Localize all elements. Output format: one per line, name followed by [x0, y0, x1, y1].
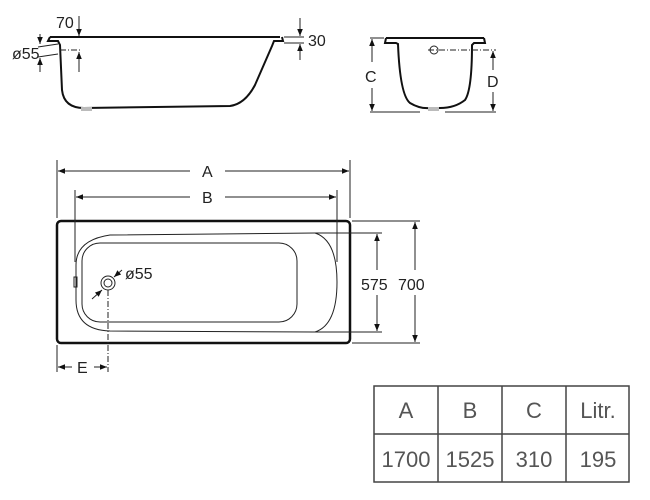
- overflow-hole: [73, 276, 78, 288]
- overflow-leader-bottom: [37, 53, 59, 58]
- dim-70-label: 70: [56, 15, 74, 32]
- dim-c-label: C: [365, 69, 377, 86]
- table-cell: 310: [516, 447, 553, 472]
- drain-dim-arrow: [113, 269, 123, 278]
- side-profile: [46, 36, 285, 110]
- top-view: ø55 A B 575 700 E: [55, 160, 425, 377]
- table-cell: 1700: [382, 447, 431, 472]
- overflow-leader-top: [37, 43, 59, 48]
- end-profile: [383, 37, 487, 110]
- dim-575-label: 575: [361, 277, 388, 294]
- end-view: C D: [365, 37, 499, 113]
- outer-rim: [55, 219, 352, 345]
- drain-dim-arrow: [91, 289, 103, 300]
- bath-floor: [81, 242, 298, 323]
- drain-dim-label: ø55: [125, 266, 153, 283]
- dim-o55-side-label: ø55: [12, 46, 40, 63]
- side-foot: [81, 107, 92, 111]
- drain-icon: [100, 275, 116, 291]
- dim-e-label: E: [77, 360, 88, 377]
- table-header: C: [526, 398, 542, 423]
- dim-30-label: 30: [308, 33, 326, 50]
- table-header: A: [399, 398, 414, 423]
- table-header: B: [463, 398, 478, 423]
- dim-a-label: A: [202, 164, 213, 181]
- dim-b-label: B: [202, 190, 213, 207]
- drain-inner: [103, 278, 113, 288]
- bath-inner-edge: [75, 232, 316, 333]
- table-cell: 195: [580, 447, 617, 472]
- spec-table: A B C Litr. 1700 1525 310 195: [373, 385, 630, 483]
- dim-d-label: D: [487, 74, 499, 91]
- table-cell: 1525: [446, 447, 495, 472]
- table-header: Litr.: [580, 398, 615, 423]
- dim-700-label: 700: [398, 277, 425, 294]
- side-view: 70 ø55 30: [12, 15, 326, 111]
- end-foot: [428, 107, 439, 111]
- bath-inner-edge-end: [314, 232, 338, 333]
